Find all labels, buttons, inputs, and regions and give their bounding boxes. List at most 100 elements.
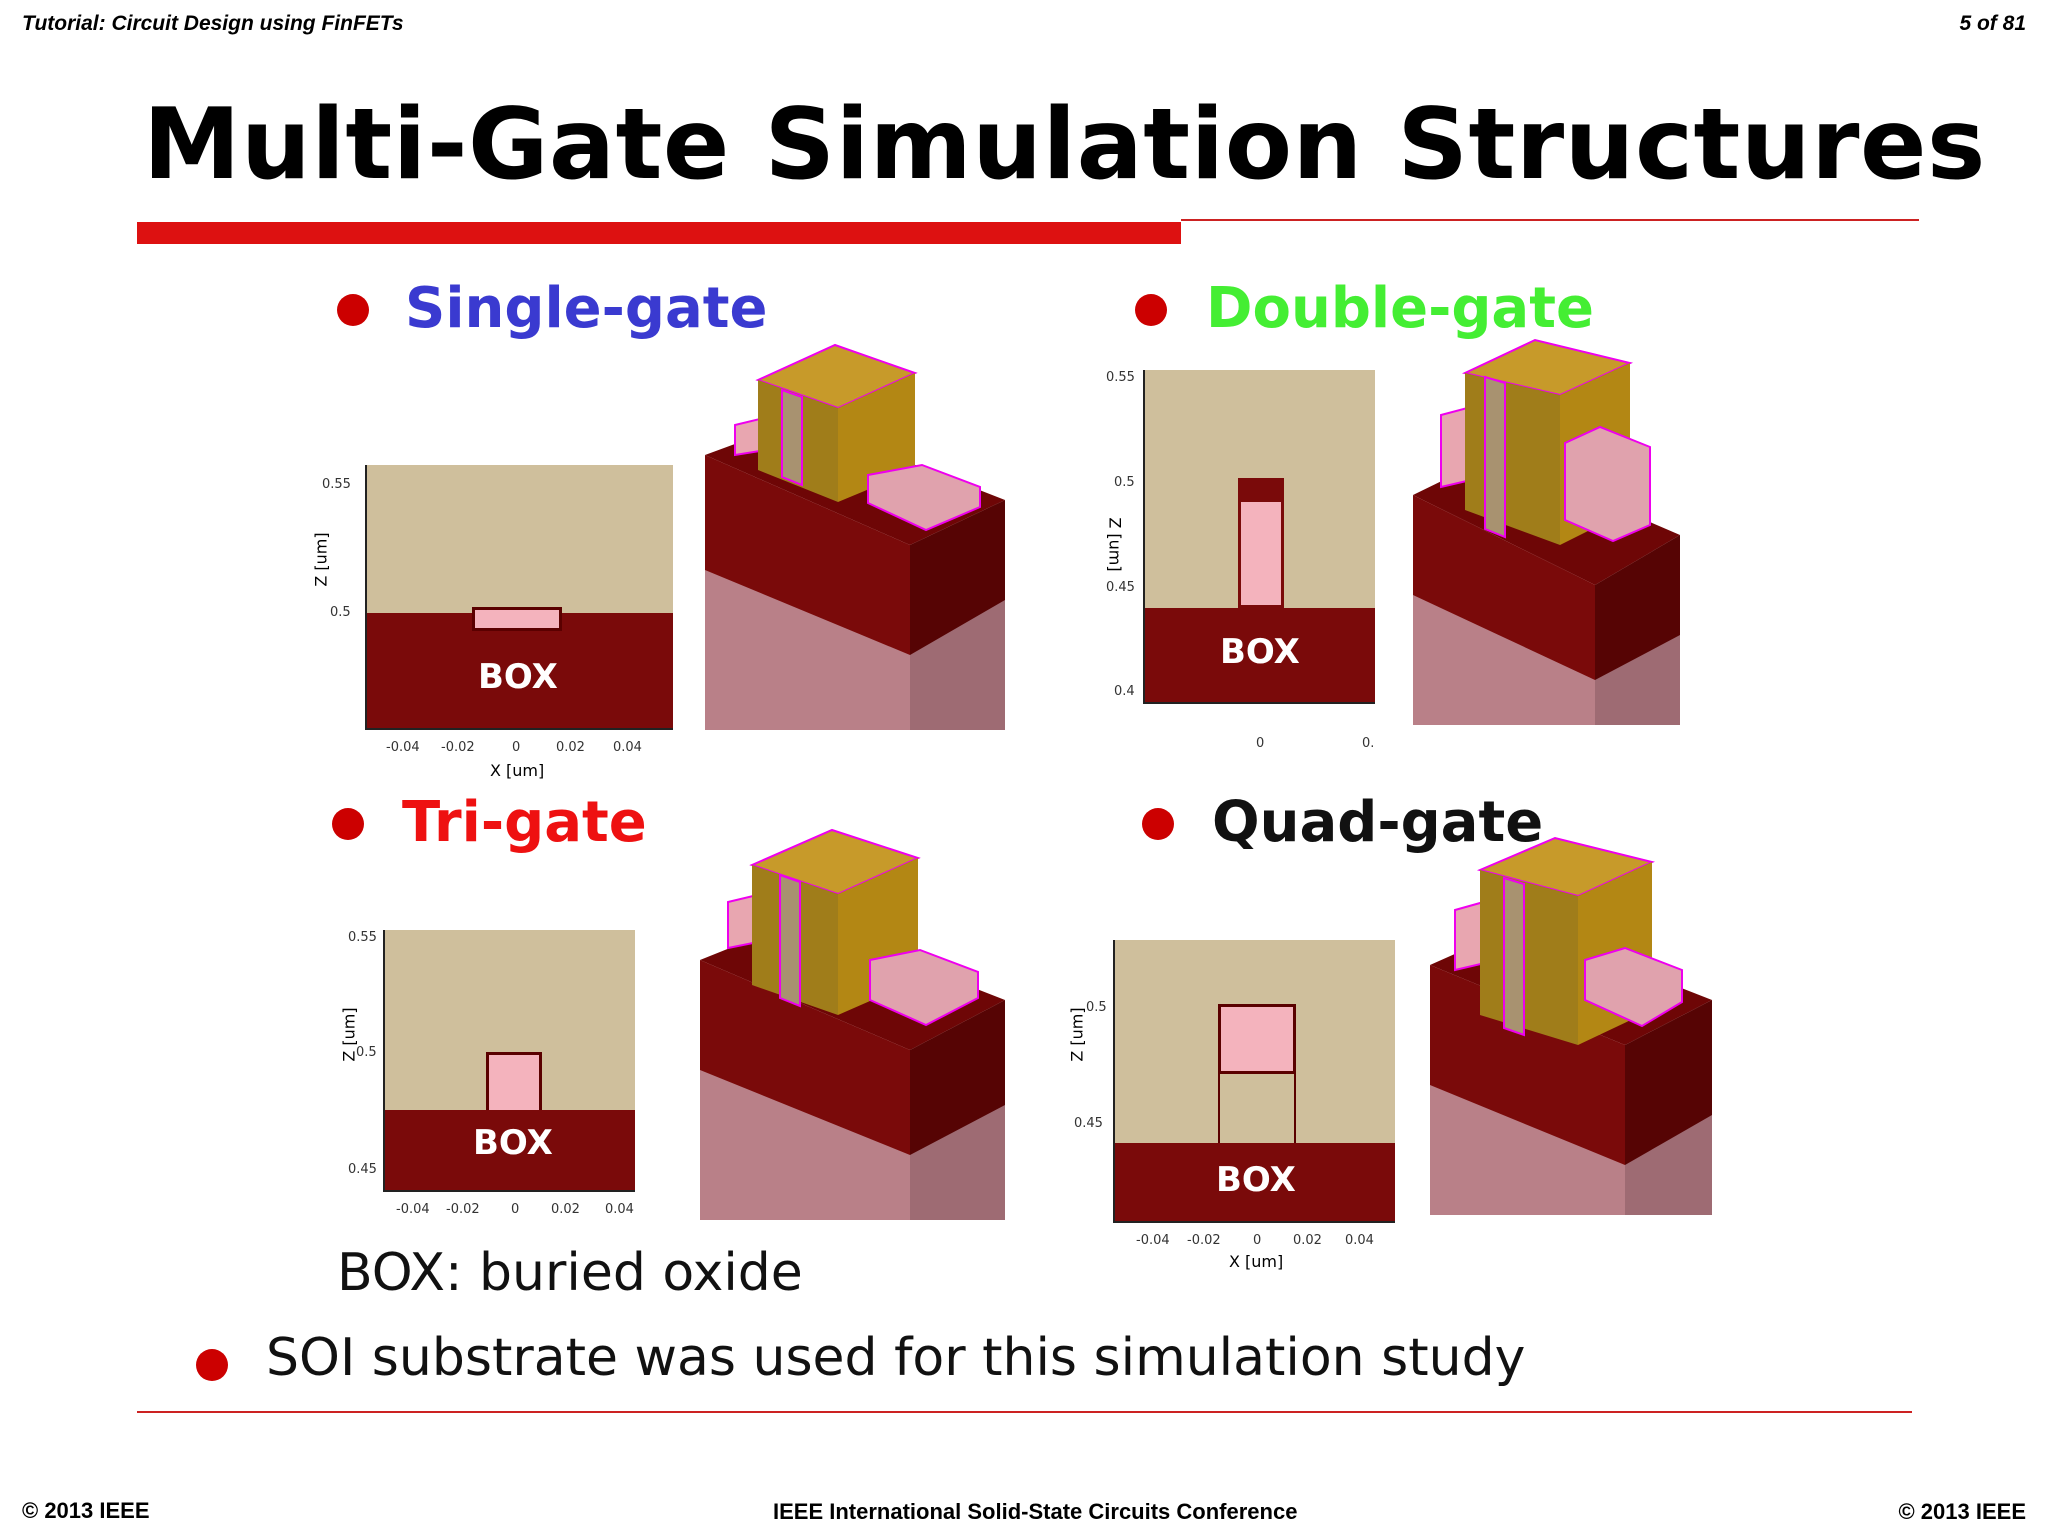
y-tick: 0.4 xyxy=(1114,684,1135,699)
y-tick: 0.5 xyxy=(1114,475,1135,490)
quad-gate-cross-section: BOX 0.5 0.45 Z [um] -0.04 -0.02 0 0.02 0… xyxy=(1060,930,1420,1280)
x-tick: 0.04 xyxy=(613,740,642,755)
x-axis xyxy=(383,1190,635,1192)
oxide-region xyxy=(367,465,673,613)
soi-bullet-text: SOI substrate was used for this simulati… xyxy=(266,1328,1526,1388)
box-label: BOX xyxy=(473,1123,553,1163)
y-tick: 0.5 xyxy=(356,1045,377,1060)
x-tick: 0.02 xyxy=(556,740,585,755)
substrate-front xyxy=(700,960,910,1155)
double-gate-cross-section: BOX 0.55 0.5 0.45 0.4 Z [um] 0 0. xyxy=(1090,360,1390,760)
x-axis xyxy=(365,728,673,730)
single-gate-3d-device xyxy=(705,343,1005,730)
box-region xyxy=(1145,608,1375,704)
y-tick: 0.45 xyxy=(348,1162,377,1177)
x-tick: -0.04 xyxy=(386,740,420,755)
bullet-dot xyxy=(1135,294,1167,326)
double-gate-3d-device xyxy=(1413,338,1680,725)
gate-cap xyxy=(1238,478,1284,502)
y-tick: 0.45 xyxy=(1074,1116,1103,1131)
y-axis xyxy=(383,930,385,1192)
box-region xyxy=(367,613,673,730)
box-region xyxy=(1115,1143,1395,1223)
fin-region xyxy=(1238,502,1284,608)
page-counter: 5 of 81 xyxy=(1959,12,2026,35)
drain-pad xyxy=(1584,946,1683,1028)
gate-stripe xyxy=(779,873,801,1008)
box-region xyxy=(385,1110,635,1192)
title-underline-thick xyxy=(137,222,1181,244)
z-axis-label: Z [um] xyxy=(311,532,331,587)
x-tick: 0.02 xyxy=(551,1202,580,1217)
y-axis xyxy=(1113,940,1115,1223)
x-tick: -0.02 xyxy=(441,740,475,755)
z-axis-label: Z [um] xyxy=(1105,517,1125,572)
fin-top-region xyxy=(1218,1004,1296,1074)
substrate-front xyxy=(705,455,910,655)
channel-region xyxy=(472,607,562,631)
quad-gate-label: Quad-gate xyxy=(1212,790,1544,855)
tri-gate-label: Tri-gate xyxy=(402,790,647,855)
quad-gate-3d-device xyxy=(1430,836,1712,1215)
x-axis-label: X [um] xyxy=(1229,1252,1284,1271)
substrate-side xyxy=(1625,1000,1712,1165)
page-title: Multi-Gate Simulation Structures xyxy=(143,88,1986,202)
single-gate-label: Single-gate xyxy=(405,276,768,341)
x-tick: -0.04 xyxy=(1136,1233,1170,1248)
y-tick: 0.5 xyxy=(330,605,351,620)
drain-pad xyxy=(867,463,981,532)
x-tick: 0 xyxy=(512,740,521,755)
gate-stripe xyxy=(1503,876,1525,1037)
y-axis xyxy=(365,465,367,730)
gate-left xyxy=(1480,870,1578,1045)
substrate-front xyxy=(1413,495,1595,680)
single-gate-cross-section: BOX 0.55 0.5 Z [um] -0.04 -0.02 0 0.02 0… xyxy=(300,455,700,795)
drain-pad xyxy=(869,948,979,1027)
y-tick: 0.5 xyxy=(1086,1000,1107,1015)
substrate-side xyxy=(910,1000,1005,1155)
box-definition-text: BOX: buried oxide xyxy=(337,1243,803,1303)
x-tick: 0 xyxy=(511,1202,520,1217)
y-tick: 0.55 xyxy=(322,477,351,492)
y-axis xyxy=(1143,370,1145,704)
x-axis-label: X [um] xyxy=(490,761,545,780)
bullet-dot xyxy=(1142,808,1174,840)
x-tick: -0.04 xyxy=(396,1202,430,1217)
x-tick: 0.04 xyxy=(605,1202,634,1217)
y-tick: 0.55 xyxy=(348,930,377,945)
x-tick: 0.02 xyxy=(1293,1233,1322,1248)
gate-stripe xyxy=(781,388,803,487)
bottom-divider xyxy=(137,1411,1912,1413)
x-axis xyxy=(1113,1221,1395,1223)
tri-gate-cross-section: BOX 0.55 0.5 0.45 Z [um] -0.04 -0.02 0 0… xyxy=(330,920,660,1230)
y-tick: 0.45 xyxy=(1106,580,1135,595)
footer-copyright-right: © 2013 IEEE xyxy=(1898,1499,2026,1524)
z-axis-label: Z [um] xyxy=(339,1007,359,1062)
fin-region xyxy=(486,1052,542,1110)
x-tick: 0 xyxy=(1253,1233,1262,1248)
y-tick: 0.55 xyxy=(1106,370,1135,385)
box-label: BOX xyxy=(1216,1160,1296,1200)
tutorial-title: Tutorial: Circuit Design using FinFETs xyxy=(22,12,404,35)
gate-stripe xyxy=(1484,375,1506,539)
bullet-dot xyxy=(337,294,369,326)
bullet-dot xyxy=(332,808,364,840)
substrate-side xyxy=(1595,535,1680,680)
z-axis-label: Z [um] xyxy=(1067,1007,1087,1062)
title-underline-thin xyxy=(1181,219,1919,221)
double-gate-label: Double-gate xyxy=(1206,276,1594,341)
x-tick: -0.02 xyxy=(446,1202,480,1217)
tri-gate-3d-device xyxy=(700,828,1005,1220)
box-label: BOX xyxy=(478,657,558,697)
substrate-side xyxy=(910,500,1005,655)
footer-copyright-left: © 2013 IEEE xyxy=(22,1498,150,1523)
x-tick: -0.02 xyxy=(1187,1233,1221,1248)
bullet-dot xyxy=(196,1349,228,1381)
x-tick: 0. xyxy=(1362,736,1375,751)
x-axis xyxy=(1143,702,1375,704)
box-label: BOX xyxy=(1220,632,1300,672)
x-tick: 0.04 xyxy=(1345,1233,1374,1248)
footer-conference: IEEE International Solid-State Circuits … xyxy=(773,1499,1298,1524)
x-tick: 0 xyxy=(1256,736,1265,751)
fin-lower-region xyxy=(1218,1074,1296,1143)
